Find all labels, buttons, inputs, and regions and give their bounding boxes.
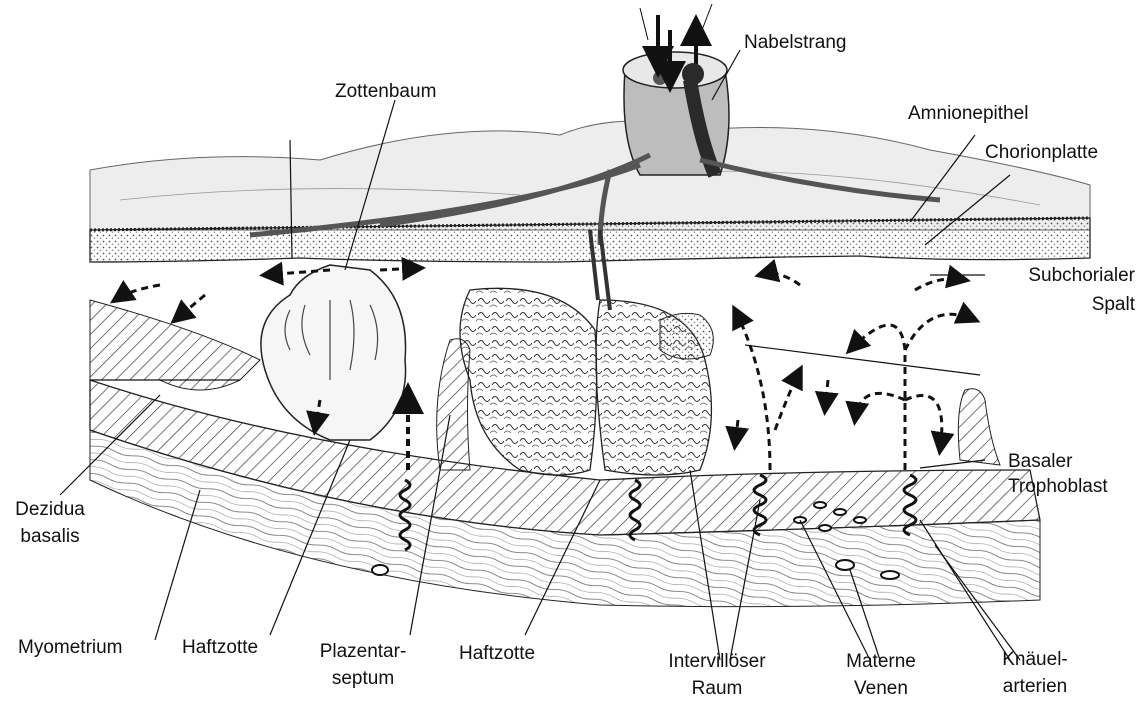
label-knaeuelarterien: Knäuel- arterien (980, 648, 1090, 698)
villous-tree-center (460, 230, 713, 475)
label-plazentar-line1: Plazentar- (308, 640, 418, 663)
amnion-membrane (90, 121, 1090, 230)
label-subchorialer-line1: Subchorialer (985, 264, 1135, 287)
label-materne-line1: Materne (826, 650, 936, 673)
label-basaler-line1: Basaler (1008, 450, 1108, 473)
label-myometrium: Myometrium (18, 636, 123, 659)
label-basaler-trophoblast: Basaler Trophoblast (1008, 450, 1108, 498)
label-knaeuel-line2: arterien (980, 675, 1090, 698)
label-haftzotte-left: Haftzotte (182, 636, 258, 659)
label-subchorialer-line2: Spalt (985, 293, 1135, 316)
label-dezidua-line2: basalis (2, 525, 98, 548)
label-chorionplatte: Chorionplatte (985, 141, 1098, 164)
label-amnionepithel: Amnionepithel (908, 102, 1028, 125)
label-intervilloeser-line2: Raum (632, 677, 802, 700)
label-haftzotte-mid: Haftzotte (459, 642, 535, 665)
label-zottenbaum: Zottenbaum (335, 80, 436, 103)
label-dezidua-basalis: Dezidua basalis (2, 498, 98, 548)
label-plazentar-line2: septum (308, 667, 418, 690)
label-nabelstrang: Nabelstrang (744, 31, 846, 54)
label-plazentarseptum: Plazentar- septum (308, 640, 418, 690)
label-basaler-line2: Trophoblast (1008, 475, 1108, 498)
label-intervilloeser-line1: Intervillöser (632, 650, 802, 673)
label-intervilloeser-raum: Intervillöser Raum (632, 650, 802, 700)
label-materne-venen: Materne Venen (826, 650, 936, 700)
label-dezidua-line1: Dezidua (2, 498, 98, 521)
villous-tree-left (261, 265, 406, 440)
label-subchorialer-spalt: Subchorialer Spalt (985, 264, 1135, 316)
label-materne-line2: Venen (826, 677, 936, 700)
label-knaeuel-line1: Knäuel- (980, 648, 1090, 671)
